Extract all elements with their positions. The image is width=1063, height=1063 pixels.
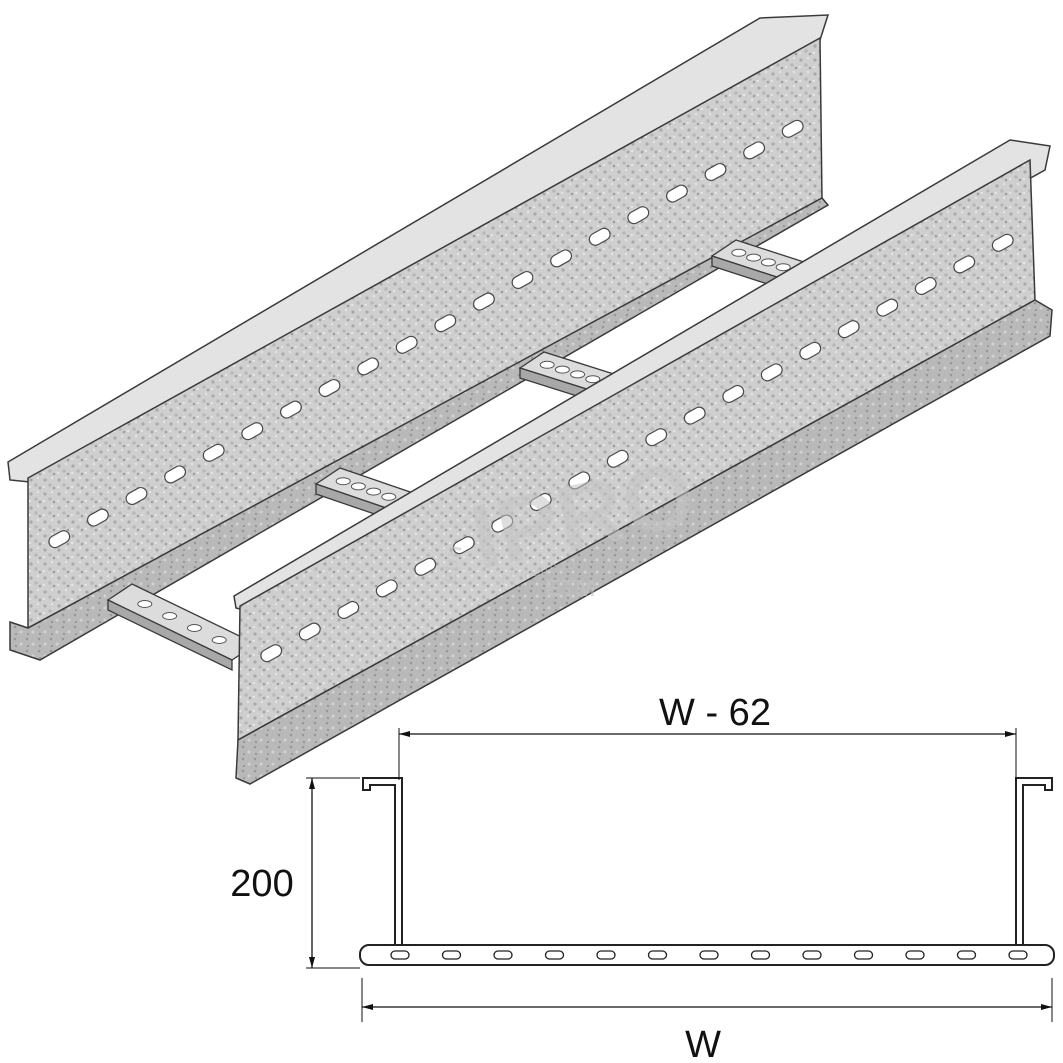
rungs [106, 239, 812, 672]
rail-slot [704, 162, 727, 182]
rail-slot [550, 249, 573, 268]
back-rail-bottom-lip [9, 197, 830, 661]
rung-slot [366, 487, 382, 496]
rail-slot [395, 335, 418, 354]
rail-slot [683, 406, 706, 425]
rung-slot [554, 365, 570, 374]
section-slot [544, 950, 565, 960]
rail-slot [837, 320, 860, 339]
rail-slot [529, 492, 552, 512]
left-rail-profile [362, 777, 403, 953]
rail-slot [357, 357, 380, 376]
rung-slot [775, 263, 791, 272]
back-rail-slots [48, 119, 804, 549]
rail-slot [760, 363, 783, 382]
section-slot [1008, 950, 1028, 960]
inner-width-dimension: W - 62 [398, 692, 1017, 780]
back-side-rail [7, 14, 830, 661]
rung-slot [350, 482, 366, 491]
rail-slot [511, 270, 534, 290]
watermark-brand: ETM [545, 575, 596, 602]
rail-slot [452, 536, 475, 555]
rail-slot [722, 384, 745, 404]
rail-slot [279, 400, 302, 419]
section-slot [390, 950, 410, 960]
rail-slot [645, 428, 668, 447]
rail-slot [991, 233, 1014, 252]
rail-slot [568, 471, 591, 490]
front-side-rail [233, 139, 1053, 785]
section-slot [493, 950, 513, 960]
rail-slot [914, 276, 937, 296]
rung-slot [570, 370, 586, 379]
section-rung-slots [390, 950, 1028, 960]
section-slot [441, 950, 462, 960]
right-rail-profile [1015, 777, 1053, 953]
rail-slot [472, 292, 495, 311]
rail-slot [743, 141, 766, 160]
rail-slot [86, 508, 109, 527]
rung-slot [186, 624, 202, 632]
rail-slot [164, 465, 187, 484]
rail-slot [434, 314, 457, 333]
rail-slot [876, 298, 899, 317]
rail-slot [627, 206, 650, 225]
inner-width-label: W - 62 [659, 692, 771, 734]
rail-slot [337, 600, 360, 620]
rung-slot [381, 492, 397, 501]
rail-slot [202, 443, 225, 462]
rung-slot [335, 477, 351, 486]
section-slot [750, 950, 771, 960]
section-slot [596, 950, 616, 960]
rail-slot [606, 449, 629, 468]
rail-slot [48, 530, 71, 549]
section-slot [802, 950, 822, 960]
rung-slot [539, 360, 555, 369]
rail-slot [781, 119, 804, 138]
rung-slot [162, 612, 178, 620]
cross-section-view: W - 62 200 W [230, 692, 1055, 1063]
outer-width-label: W [685, 1024, 721, 1063]
rail-slot [125, 486, 148, 506]
height-dimension: 200 [230, 777, 360, 969]
section-slot [699, 950, 719, 960]
outer-width-dimension: W [361, 978, 1053, 1063]
rung-edge [107, 598, 233, 672]
isometric-view: IPRO etm www.etm.ru ETM [7, 14, 1053, 785]
rail-slot [414, 557, 437, 576]
rail-slot [375, 579, 398, 598]
rail-slot [318, 378, 341, 398]
rail-slot [799, 341, 822, 360]
rung-slot [760, 258, 776, 267]
rung-slot [731, 248, 747, 257]
front-rail-bottom-channel [235, 299, 1053, 785]
rung-slot [137, 600, 153, 608]
rail-slot [491, 514, 514, 533]
section-slot [956, 950, 977, 960]
section-slot [853, 950, 874, 960]
rung-slot [746, 253, 762, 262]
rail-slot [953, 255, 976, 274]
section-slot [905, 950, 925, 960]
section-slot [647, 950, 668, 960]
rail-slot [298, 622, 321, 641]
rail-slot [260, 644, 283, 663]
front-rail-slots [260, 233, 1014, 663]
rail-slot [665, 184, 688, 203]
rail-slot [241, 422, 264, 441]
height-label: 200 [230, 863, 293, 905]
rung-slot [211, 636, 227, 644]
rung-slot [585, 375, 601, 384]
rail-slot [588, 227, 611, 246]
